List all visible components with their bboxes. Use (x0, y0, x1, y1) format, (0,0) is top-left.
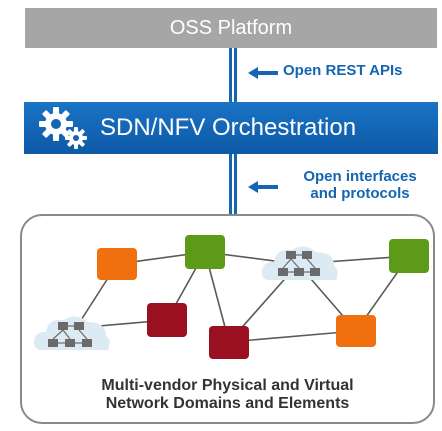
network-node-green (389, 239, 429, 273)
left-arrow-icon (248, 181, 278, 193)
network-topology-diagram (34, 235, 429, 359)
cloud-network-icon (262, 246, 338, 280)
open-interfaces-line1: Open interfaces (303, 168, 417, 185)
oss-platform-title: OSS Platform (169, 16, 293, 39)
orchestration-title: SDN/NFV Orchestration (100, 114, 357, 141)
network-node-orange (336, 315, 376, 347)
network-node-orange (97, 248, 137, 280)
open-rest-apis-label: Open REST APIs (283, 62, 403, 79)
network-node-green (185, 235, 225, 269)
network-node-red (209, 326, 249, 359)
network-node-red (147, 303, 187, 337)
network-link (228, 330, 357, 343)
open-interfaces-connector (229, 154, 237, 216)
open-interfaces-line2: and protocols (310, 185, 410, 202)
gears-icon (39, 107, 87, 149)
network-domains-caption: Multi-vendor Physical and Virtual Networ… (20, 377, 435, 413)
oss-platform-bar: OSS Platform (25, 8, 437, 48)
cloud-network-icon (34, 316, 110, 350)
network-domains-line1: Multi-vendor Physical and Virtual (101, 377, 354, 394)
open-interfaces-label: Open interfaces and protocols (280, 168, 440, 202)
network-domains-line2: Network Domains and Elements (105, 395, 350, 412)
rest-api-connector (229, 48, 237, 102)
sdn-nfv-orchestration-bar: SDN/NFV Orchestration (24, 102, 438, 154)
left-arrow-icon (248, 67, 278, 79)
